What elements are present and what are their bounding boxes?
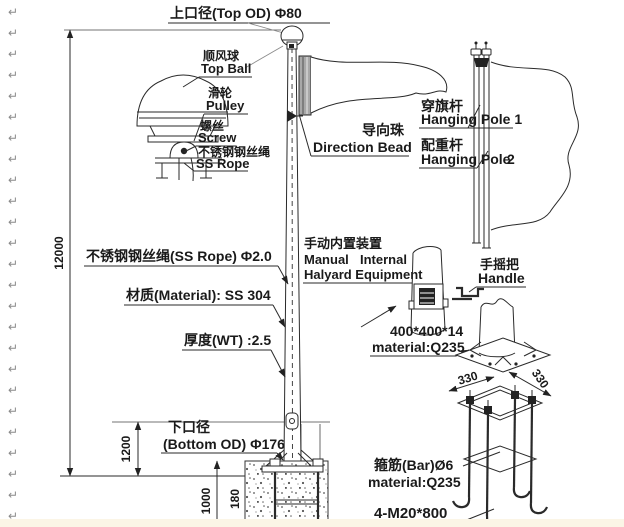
bar-material-label: material:Q235: [368, 474, 461, 490]
direction-bead-label-cn: 导向珠: [362, 122, 405, 138]
return-mark-icon: ↵: [8, 257, 19, 271]
return-mark-icon: ↵: [8, 320, 19, 334]
return-mark-icon: ↵: [8, 383, 19, 397]
return-mark-icon: ↵: [8, 467, 19, 481]
thickness-spec-label: 厚度(WT) :2.5: [184, 332, 271, 348]
return-mark-icon: ↵: [8, 131, 19, 145]
return-mark-icon: ↵: [8, 5, 19, 19]
return-mark-icon: ↵: [8, 446, 19, 460]
bar-spec-label: 箍筋(Bar)Ø6: [374, 457, 454, 473]
main-pole: [280, 25, 448, 462]
return-mark-icon: ↵: [8, 425, 19, 439]
return-mark-icon: ↵: [8, 152, 19, 166]
handle-label-cn: 手摇把: [480, 257, 519, 272]
direction-bead-label-en: Direction Bead: [313, 139, 412, 155]
halyard-label-internal: Internal: [360, 252, 407, 267]
hanging-pole2-label-cn: 配重杆: [421, 137, 463, 153]
return-mark-icon: ↵: [8, 278, 19, 292]
anchor-bolt-spec-label: 4-M20*800: [374, 505, 447, 522]
base-plate-detail: [454, 298, 552, 373]
return-mark-icon: ↵: [8, 194, 19, 208]
return-mark-icon: ↵: [8, 299, 19, 313]
return-mark-icon: ↵: [8, 110, 19, 124]
direction-bead-callout: 导向珠 Direction Bead: [298, 113, 412, 157]
return-mark-icon: ↵: [8, 404, 19, 418]
return-mark-icon: ↵: [8, 89, 19, 103]
top-ball-label-en: Top Ball: [201, 61, 251, 76]
return-mark-icon: ↵: [8, 509, 19, 523]
return-mark-icon: ↵: [8, 236, 19, 250]
dim-pole-height: 12000: [52, 236, 66, 270]
dim-cage-depth: 330: [529, 366, 552, 391]
top-od-label: 上口径(Top OD) Φ80: [170, 5, 302, 21]
return-mark-icon: ↵: [8, 362, 19, 376]
ss-rope-label-en: SS Rope: [196, 156, 249, 171]
anchor-bolts: [451, 385, 549, 527]
return-mark-icon: ↵: [8, 488, 19, 502]
hanging-poles-detail: 穿旗杆 Hanging Pole 1 配重杆 Hanging Pole 2: [419, 41, 579, 249]
base-plate-callout: 400*400*14 material:Q235: [360, 305, 470, 357]
foundation: [244, 449, 329, 527]
pulley-label-cn: 滑轮: [208, 85, 233, 100]
rope-spec-label: 不锈钢钢丝绳(SS Rope) Φ2.0: [86, 248, 272, 264]
material-spec-label: 材质(Material): SS 304: [126, 287, 271, 303]
return-mark-icon: ↵: [8, 26, 19, 40]
return-mark-icon: ↵: [8, 173, 19, 187]
bottom-strip: [0, 519, 624, 527]
hanging-pole1-label-cn: 穿旗杆: [421, 98, 463, 114]
hanging-pole1-label-en: Hanging Pole 1: [421, 111, 522, 127]
crank-icon: [456, 286, 484, 298]
bottom-od-label-en: (Bottom OD) Φ176: [163, 436, 285, 452]
pulley-label-en: Pulley: [206, 98, 245, 113]
top-ball-label-cn: 顺风球: [203, 48, 240, 63]
halyard-label-line2: Halyard Equipment: [304, 267, 423, 282]
dim-flange-offset: 180: [228, 489, 242, 509]
detail-flag: [490, 61, 579, 231]
dimension-lines: 12000 1200 1000 180: [52, 29, 330, 527]
halyard-label-cn: 手动内置装置: [304, 236, 382, 251]
hanging-pole2-number: 2: [507, 151, 515, 167]
spec-callouts: 不锈钢钢丝绳(SS Rope) Φ2.0 材质(Material): SS 30…: [84, 248, 289, 378]
return-mark-icon: ↵: [8, 215, 19, 229]
main-flag: [310, 56, 448, 114]
dim-embed-depth: 1000: [199, 487, 213, 514]
return-mark-icon: ↵: [8, 341, 19, 355]
plate-material-label: material:Q235: [372, 339, 465, 355]
halyard-label-manual: Manual: [304, 252, 349, 267]
ss-rope-label-cn: 不锈钢钢丝绳: [198, 144, 270, 159]
screw-label-en: Screw: [198, 130, 237, 145]
top-od-callout: 上口径(Top OD) Φ80: [168, 5, 330, 69]
plate-size-label: 400*400*14: [390, 323, 463, 339]
dim-base-height: 1200: [119, 435, 133, 462]
handle-label-en: Handle: [478, 270, 525, 286]
halyard-equipment-callout: 手动内置装置 Manual Internal Halyard Equipment: [303, 236, 449, 336]
dim-cage-width: 330: [456, 368, 480, 387]
top-ball-detail: 顺风球 Top Ball 滑轮 Pulley 螺丝 Screw 不锈钢钢丝绳 S…: [136, 48, 270, 182]
return-mark-icon: ↵: [8, 47, 19, 61]
bottom-od-label-cn: 下口径: [168, 419, 210, 435]
anchor-cage-detail: 330 330: [368, 366, 552, 527]
return-marks: ↵ ↵ ↵ ↵ ↵ ↵ ↵ ↵ ↵ ↵ ↵ ↵ ↵ ↵ ↵ ↵ ↵ ↵ ↵ ↵ ↵ ↵ ↵ ↵ ↵: [8, 2, 30, 527]
bottom-od-callout: 下口径 (Bottom OD) Φ176: [161, 419, 285, 461]
handle-callout: 手摇把 Handle: [452, 257, 526, 301]
hanging-pole2-label-en: Hanging Pole: [421, 151, 511, 167]
return-mark-icon: ↵: [8, 68, 19, 82]
screw-label-cn: 螺丝: [200, 118, 224, 133]
